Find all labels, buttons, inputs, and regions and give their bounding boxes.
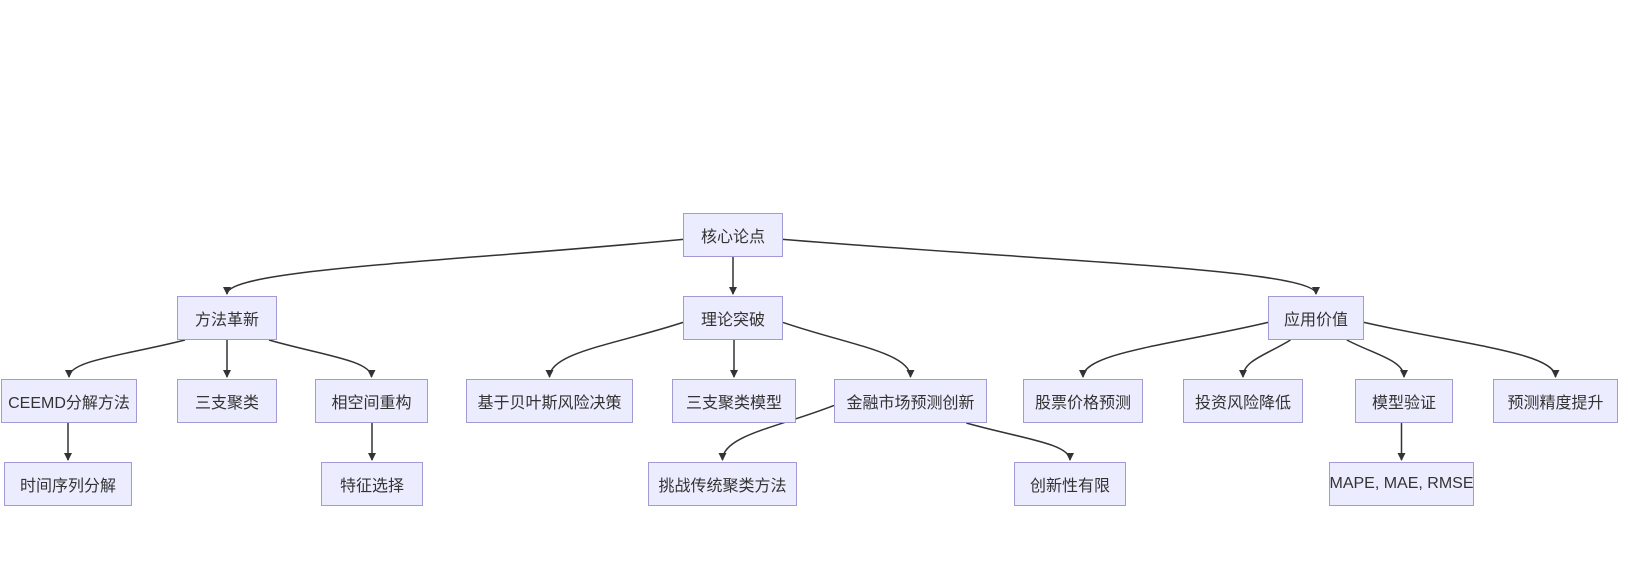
node-ceemd-decomposition: CEEMD分解方法 [1, 379, 137, 423]
edge-method-innovation-to-ceemd-decomposition [65, 339, 186, 378]
edge-group [64, 238, 1560, 461]
edge-theory-breakthrough-to-bayesian-risk-decision [545, 321, 684, 378]
edge-theory-breakthrough-to-financial-market-forecast-innovation [782, 321, 915, 378]
edge-financial-market-forecast-innovation-to-challenge-traditional-clustering [718, 404, 835, 461]
edge-financial-market-forecast-innovation-to-limited-innovation [966, 422, 1074, 461]
node-error-metrics: MAPE, MAE, RMSE [1329, 462, 1474, 506]
node-label: 三支聚类模型 [685, 395, 782, 412]
node-label: 金融市场预测创新 [846, 395, 975, 412]
node-time-series-decomposition: 时间序列分解 [4, 462, 132, 506]
node-label: 相空间重构 [331, 395, 412, 412]
edge-application-value-to-forecast-accuracy-improvement [1363, 321, 1560, 378]
node-stock-price-forecast: 股票价格预测 [1023, 379, 1143, 423]
node-forecast-accuracy-improvement: 预测精度提升 [1493, 379, 1618, 423]
node-label: 应用价值 [1283, 312, 1348, 329]
edge-core-thesis-to-application-value [782, 238, 1320, 295]
node-three-way-clustering: 三支聚类 [177, 379, 277, 423]
node-model-validation: 模型验证 [1355, 379, 1453, 423]
node-method-innovation: 方法革新 [177, 296, 277, 340]
node-label: 股票价格预测 [1034, 395, 1131, 412]
node-label: MAPE, MAE, RMSE [1329, 475, 1474, 492]
node-challenge-traditional-clustering: 挑战传统聚类方法 [648, 462, 797, 506]
node-financial-market-forecast-innovation: 金融市场预测创新 [834, 379, 987, 423]
node-label: 投资风险降低 [1194, 395, 1291, 412]
node-investment-risk-reduction: 投资风险降低 [1183, 379, 1303, 423]
node-label: 特征选择 [339, 478, 404, 495]
edge-core-thesis-to-method-innovation [223, 238, 684, 295]
node-label: 方法革新 [194, 312, 259, 329]
node-label: 预测精度提升 [1507, 395, 1604, 412]
edge-application-value-to-model-validation [1346, 339, 1408, 378]
node-limited-innovation: 创新性有限 [1014, 462, 1126, 506]
node-label: 时间序列分解 [19, 478, 116, 495]
edge-application-value-to-investment-risk-reduction [1239, 339, 1291, 378]
node-phase-space-reconstruction: 相空间重构 [315, 379, 428, 423]
node-feature-selection: 特征选择 [321, 462, 423, 506]
node-bayesian-risk-decision: 基于贝叶斯风险决策 [466, 379, 633, 423]
node-core-thesis: 核心论点 [683, 213, 783, 257]
node-label: CEEMD分解方法 [8, 395, 130, 412]
node-application-value: 应用价值 [1268, 296, 1364, 340]
edge-method-innovation-to-phase-space-reconstruction [268, 339, 376, 378]
node-label: 核心论点 [700, 229, 765, 246]
node-label: 基于贝叶斯风险决策 [477, 395, 622, 412]
node-label: 挑战传统聚类方法 [658, 478, 787, 495]
node-label: 三支聚类 [194, 395, 259, 412]
node-label: 创新性有限 [1029, 478, 1110, 495]
node-theory-breakthrough: 理论突破 [683, 296, 783, 340]
node-label: 模型验证 [1371, 395, 1436, 412]
node-label: 理论突破 [700, 312, 765, 329]
edge-application-value-to-stock-price-forecast [1079, 321, 1269, 378]
node-three-way-clustering-model: 三支聚类模型 [672, 379, 796, 423]
